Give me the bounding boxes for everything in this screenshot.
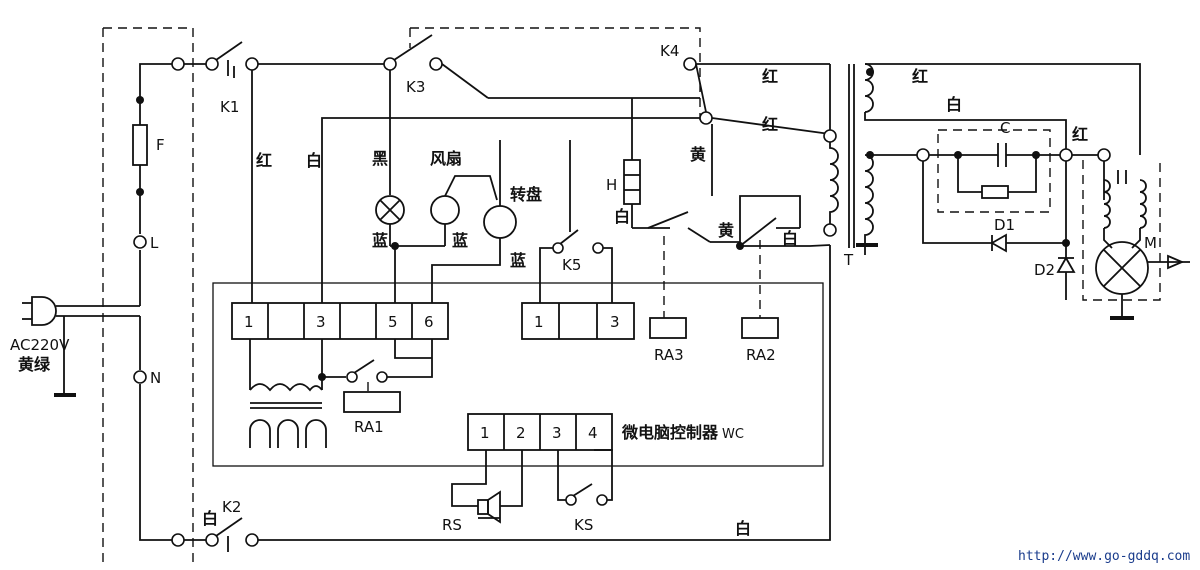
oven-lamp [375, 195, 445, 303]
watermark-url: http://www.go-gddq.com [1018, 549, 1190, 564]
transformer-label: T [843, 251, 854, 269]
relay-white-label: 白 [782, 229, 798, 248]
power-plug [22, 296, 140, 397]
yellow-green-label: 黄绿 [18, 355, 51, 374]
terminal-block-left [231, 302, 449, 340]
turntable-label: 转盘 [510, 185, 542, 204]
rs-label: RS [442, 516, 462, 534]
ra2-coil [741, 317, 779, 339]
magnetron-label: M [1144, 234, 1157, 252]
k2-switch [171, 245, 831, 552]
white-feed-wire [321, 117, 710, 303]
fuse [132, 124, 148, 166]
dashed-frames [102, 27, 1161, 565]
controller-code: WC [722, 427, 744, 442]
ra1-label: RA1 [354, 418, 384, 436]
diode-d2-label: D2 [1034, 261, 1055, 279]
controller-label: 微电脑控制器 [621, 423, 719, 442]
heater-yellow-label: 黄 [690, 145, 706, 164]
turntable-blue-label: 蓝 [510, 251, 526, 270]
k4-label: K4 [660, 42, 679, 60]
hv-red-label: 红 [1072, 125, 1088, 144]
left-term-6: 6 [424, 313, 434, 331]
lamp-black-label: 黑 [372, 149, 388, 168]
ks-switch [557, 449, 613, 506]
hv-capacitor-section [916, 143, 1111, 300]
diode-d1-label: D1 [994, 216, 1015, 234]
bottom-white-label: 白 [735, 519, 751, 538]
neutral-line [133, 316, 172, 541]
ac-voltage-label: AC220V [10, 336, 70, 354]
k2-label: K2 [222, 498, 241, 516]
hv-transformer [829, 63, 1141, 255]
bottom-term-3: 3 [552, 424, 562, 442]
bottom-term-4: 4 [588, 424, 598, 442]
k3-switch [383, 34, 700, 195]
ra3-coil [649, 317, 687, 339]
relay-yellow-label: 黄 [718, 221, 734, 240]
k2-white-label: 白 [202, 509, 218, 528]
magnetron [1095, 161, 1190, 320]
relay-contacts [632, 195, 837, 318]
live-label: L [150, 234, 159, 252]
fan-label: 风扇 [430, 149, 462, 168]
filament-red-label: 红 [912, 67, 928, 86]
k4-switch [683, 57, 831, 130]
lamp-blue-label: 蓝 [372, 231, 388, 250]
fan-motor [430, 175, 498, 246]
white-feed-label: 白 [306, 151, 322, 170]
k5-switch [539, 140, 613, 303]
heater-label: H [606, 176, 617, 194]
red-feed-label: 红 [256, 151, 272, 170]
buzzer-rs [451, 450, 523, 524]
terminal-block-mid [521, 302, 635, 340]
left-term-3: 3 [316, 313, 326, 331]
filament-white-label: 白 [946, 95, 962, 114]
neutral-label: N [150, 369, 161, 387]
controller-transformer [249, 339, 346, 448]
heater [623, 98, 837, 228]
k5-label: K5 [562, 256, 581, 274]
ra3-label: RA3 [654, 346, 684, 364]
turntable-motor [431, 140, 517, 303]
mid-term-1: 1 [534, 313, 544, 331]
fan-blue-label: 蓝 [452, 231, 468, 250]
ra1-relay [343, 339, 433, 413]
k1-label: K1 [220, 98, 239, 116]
k4-red-label: 红 [762, 67, 778, 86]
controller-frame [212, 282, 824, 467]
k3-label: K3 [406, 78, 425, 96]
heater-red-label: 红 [762, 115, 778, 134]
terminal-block-bottom [467, 413, 613, 451]
left-term-5: 5 [388, 313, 398, 331]
mid-term-3: 3 [610, 313, 620, 331]
bottom-term-1: 1 [480, 424, 490, 442]
capacitor-label: C [1000, 119, 1010, 137]
k1-switch [171, 41, 384, 78]
bottom-term-2: 2 [516, 424, 526, 442]
live-line [132, 63, 172, 306]
left-term-1: 1 [244, 313, 254, 331]
ra2-label: RA2 [746, 346, 776, 364]
heater-white-label: 白 [614, 207, 630, 226]
fuse-label: F [156, 136, 165, 154]
ks-label: KS [574, 516, 593, 534]
